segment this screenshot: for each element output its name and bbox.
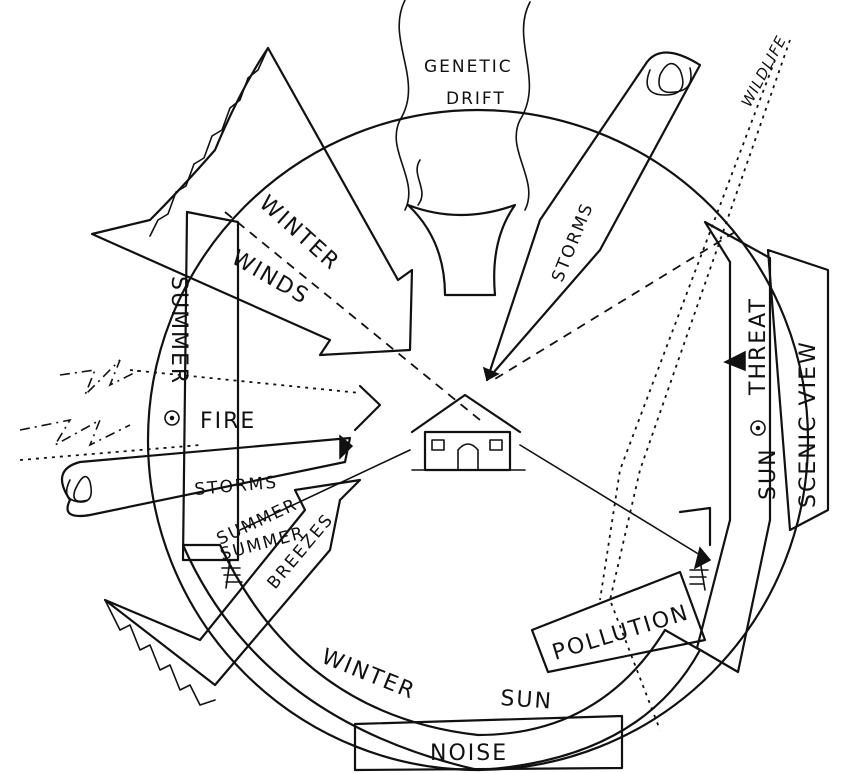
threat-arrow-tip [725,352,745,370]
threat-sun-band [697,222,770,672]
fire-source-lines-2 [20,420,130,445]
sun-right-label: SUN [756,447,781,500]
genetic-wave-3 [417,160,422,205]
storms-top-label: STORMS [548,200,598,285]
sun-symbol-right-dot [757,427,760,430]
pollution-step [680,508,710,545]
fire-label: FIRE [200,409,256,434]
noise-label: NOISE [430,741,508,766]
right-arrow-tip [695,548,710,568]
winter-winds-arrow [92,48,412,355]
storms-left-label: STORMS [194,473,279,500]
summer-left-label: SUMMER [166,276,191,385]
winter-sun-label-1: WINTER [318,644,419,704]
genetic-wave-2 [516,2,530,210]
fire-source-lines [60,360,140,395]
drift-label: DRIFT [446,89,506,109]
fire-line [130,370,360,393]
storms-left-coil [67,477,92,502]
storms-left-dots [20,445,200,460]
genetic-label: GENETIC [424,57,513,77]
sightline-summer-house [225,212,480,420]
fire-arrowhead [355,386,380,430]
storms-left-arrow [62,438,350,516]
genetic-wave-1 [396,0,409,210]
threat-label: THREAT [746,297,771,396]
scenic-view-label: SCENIC VIEW [796,340,821,508]
site-boundary-circle [148,110,808,770]
storms-top-coil [647,64,691,95]
winter-sun-label-2: SUN [500,686,554,715]
sightline-storms-house [490,232,735,382]
house-line-right [520,445,705,558]
sun-symbol-left-dot [171,417,174,420]
winter-winds-zigzag [150,48,268,236]
house-icon [412,395,525,470]
genetic-drift-funnel [408,205,515,295]
wildlife-label: WILDLIFE [738,33,791,110]
